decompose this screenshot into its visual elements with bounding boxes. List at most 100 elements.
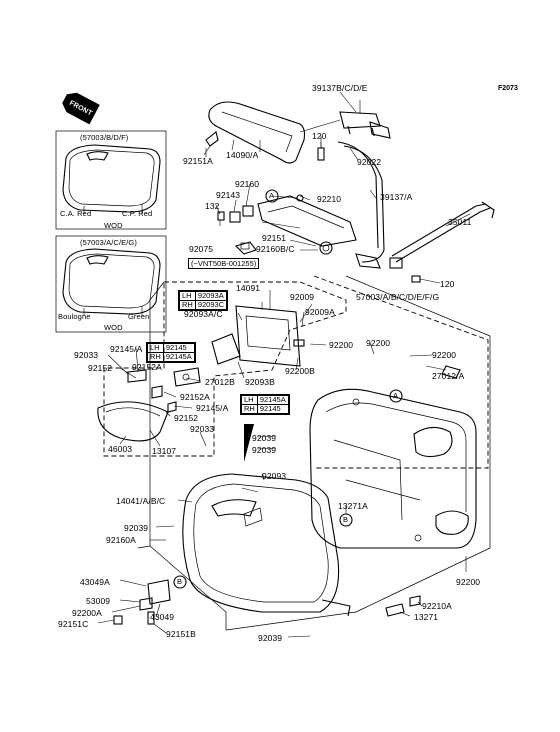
assembly-arrow — [244, 424, 254, 462]
label-120b: 120 — [440, 279, 455, 289]
label-92151c: 92151C — [58, 619, 89, 629]
inset-top-color-right: C.P. Red — [122, 209, 153, 218]
label-92093b: 92093B — [245, 377, 275, 387]
label-92210a: 92210A — [422, 601, 452, 611]
callout-A-1 — [265, 189, 279, 203]
label-92151b: 92151B — [166, 629, 196, 639]
table-side: RH — [241, 404, 258, 414]
leader-lines — [97, 91, 471, 638]
frame-lines-right — [345, 275, 491, 613]
label-13107: 13107 — [152, 446, 177, 456]
serial-note: (~VNT50B-001255) — [188, 258, 260, 269]
label-27012a: 27012/A — [432, 371, 465, 381]
label-132: 132 — [205, 201, 220, 211]
label-92143: 92143 — [216, 190, 241, 200]
label-92200b: 92200B — [285, 366, 315, 376]
callout-A-2 — [389, 389, 403, 403]
inset-bottom-caption: WOD — [104, 323, 123, 332]
saddlebag-lid — [182, 473, 351, 617]
label-92075: 92075 — [189, 244, 214, 254]
table-part: 92145A — [162, 352, 195, 362]
frame-lines — [137, 386, 357, 631]
saddlebag-lid-bottom — [62, 248, 161, 316]
label-92152: 92152 — [88, 363, 113, 373]
label-14090a: 14090/A — [226, 150, 259, 160]
label-13271: 13271 — [414, 612, 439, 622]
label-92009: 92009 — [290, 292, 315, 302]
grommet-92075 — [234, 241, 257, 255]
label-92151a: 92151A — [183, 156, 213, 166]
label-92093ac: 92093A/C — [184, 309, 223, 319]
table-side: RH — [147, 352, 164, 362]
callout-B-2 — [173, 575, 187, 589]
plate-92093b — [211, 333, 241, 365]
label-13271a: 13271A — [338, 501, 368, 511]
table-part: 92093C — [194, 300, 228, 310]
label-92152a: 92152A — [132, 362, 162, 372]
inset-top-frame — [55, 130, 167, 230]
label-92039-4: 92039 — [258, 633, 283, 643]
inset-bottom-title: (57003/A/C/E/G) — [80, 238, 137, 247]
rod-35011 — [389, 201, 495, 284]
label-43049: 43049 — [150, 612, 175, 622]
label-92039: 92039 — [252, 433, 277, 443]
rod-39137 — [337, 141, 385, 269]
label-92210: 92210 — [317, 194, 342, 204]
label-92160a: 92160A — [106, 535, 136, 545]
callout-B-label: B — [343, 515, 349, 524]
label-39137bcde: 39137B/C/D/E — [312, 83, 368, 93]
subassembly-outline — [103, 281, 347, 457]
label-92039-2: 92039 — [252, 445, 277, 455]
label-92200-right: 92200 — [432, 350, 457, 360]
inset-top-color-left: C.A. Red — [60, 209, 92, 218]
callout-A-label: A — [393, 391, 399, 400]
label-92145a-2: 92145/A — [196, 403, 229, 413]
label-43049a: 43049A — [80, 577, 110, 587]
pocket-46003 — [97, 401, 169, 442]
label-92009a: 92009A — [305, 307, 335, 317]
label-92039-3: 92039 — [124, 523, 149, 533]
label-92160bc: 92160B/C — [256, 244, 295, 254]
hinge-27012b — [173, 367, 201, 387]
label-92152a-2: 92152A — [180, 392, 210, 402]
lock-assembly-14091 — [235, 290, 305, 367]
label-53009: 53009 — [86, 596, 111, 606]
table-part: 92145 — [256, 404, 289, 414]
label-92151: 92151 — [262, 233, 287, 243]
figure-code: F2073 — [498, 85, 518, 92]
saddlebag-lid-top — [62, 144, 161, 214]
label-14091: 14091 — [236, 283, 261, 293]
label-39137a: 39137/A — [380, 192, 413, 202]
label-27012b: 27012B — [205, 377, 235, 387]
label-120: 120 — [312, 131, 327, 141]
label-57003all: 57003/A/B/C/D/E/F/G — [356, 292, 440, 302]
side-bracket-assembly — [257, 194, 357, 255]
label-92200-bottom: 92200 — [456, 577, 481, 587]
label-92093: 92093 — [262, 471, 287, 481]
label-92200-top: 92200 — [366, 338, 391, 348]
label-92033: 92033 — [74, 350, 99, 360]
washers-hardware — [217, 205, 254, 226]
label-92200a: 92200A — [72, 608, 102, 618]
front-arrow-icon — [62, 92, 100, 125]
inset-top-caption: WOD — [104, 221, 123, 230]
saddlebag-outline-right — [313, 275, 489, 469]
inset-bottom-color-right: Green — [128, 312, 150, 321]
label-14041: 14041/A/B/C — [116, 496, 166, 506]
label-92022: 92022 — [357, 157, 382, 167]
label-35011: 35011 — [448, 217, 472, 227]
label-92200: 92200 — [329, 340, 354, 350]
inset-bottom-frame — [55, 235, 167, 333]
inset-top-title: (57003/B/D/F) — [80, 133, 129, 142]
label-92145a: 92145/A — [110, 344, 143, 354]
label-92152-2: 92152 — [174, 413, 199, 423]
label-92033-2: 92033 — [190, 424, 215, 434]
label-46003: 46003 — [108, 444, 133, 454]
saddlebag-body — [309, 365, 477, 549]
callout-B-label: B — [177, 577, 183, 586]
